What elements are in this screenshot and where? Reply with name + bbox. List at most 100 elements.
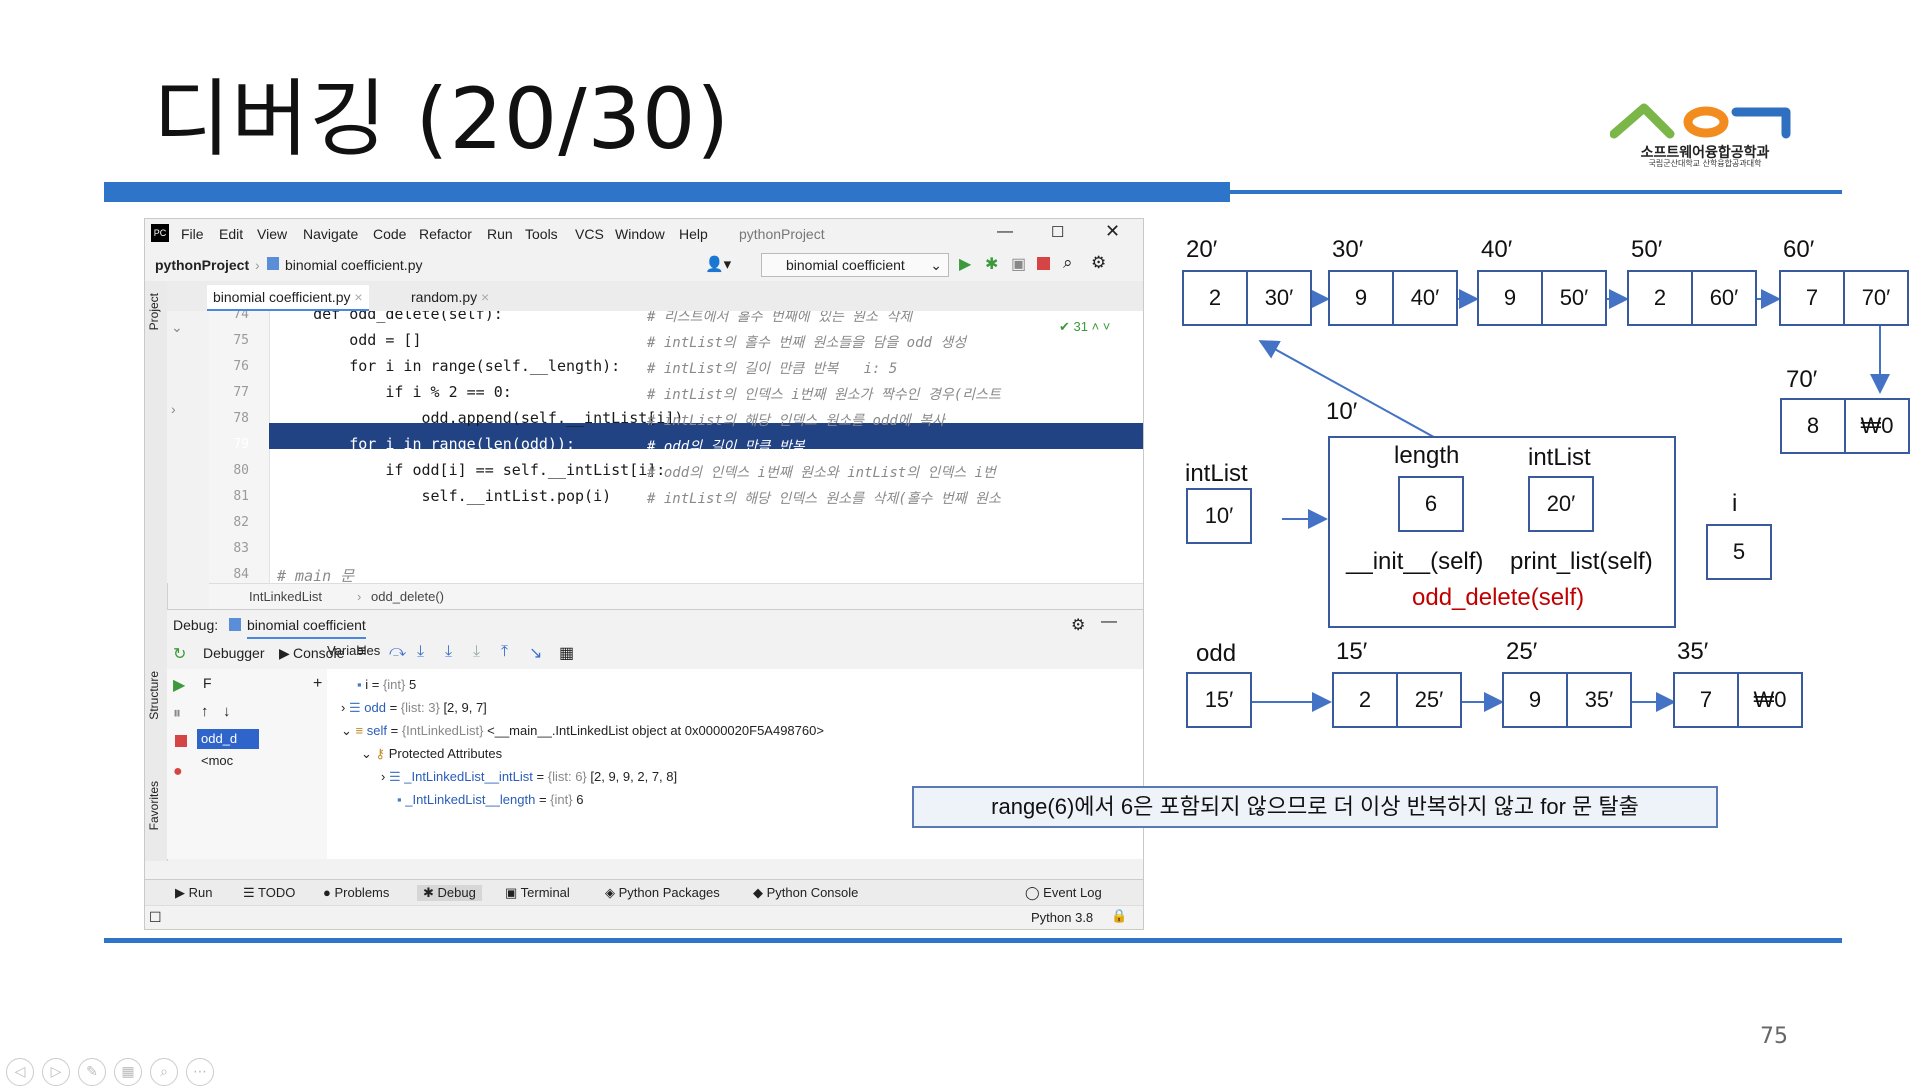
protected-attributes[interactable]: ⌄ ⚷ Protected Attributes	[361, 746, 502, 762]
pen-icon[interactable]: ✎	[78, 1058, 106, 1086]
more-options-icon[interactable]: ⋯	[186, 1058, 214, 1086]
tab-close-icon[interactable]: ×	[481, 289, 490, 305]
next-slide-icon[interactable]: ▷	[42, 1058, 70, 1086]
tool-window-bar: ▶ Run ☰ TODO ● Problems ✱ Debug ▣ Termin…	[145, 879, 1143, 906]
line-number: 79	[233, 437, 249, 452]
rerun-icon[interactable]: ↻	[173, 646, 187, 663]
menu-edit[interactable]: Edit	[219, 226, 244, 242]
pause-icon[interactable]: ⏸	[173, 705, 182, 722]
menu-view[interactable]: View	[257, 226, 288, 242]
frame-filter[interactable]: F	[203, 675, 212, 691]
code-line: if odd[i] == self.__intList[i]:	[277, 461, 666, 479]
code-line: # main 문	[277, 567, 355, 583]
add-watch-icon[interactable]: +	[313, 675, 323, 692]
debug-session-tab[interactable]: binomial coefficient	[247, 617, 366, 640]
breadcrumb-file[interactable]: binomial coefficient.py	[285, 257, 423, 273]
variable-odd[interactable]: › ☰ odd = {list: 3} [2, 9, 7]	[341, 700, 487, 715]
step-into-icon[interactable]: ⤓	[417, 643, 425, 660]
close-icon[interactable]: ✕	[1105, 221, 1121, 241]
menu-navigate[interactable]: Navigate	[303, 226, 359, 242]
variable-intlist[interactable]: › ☰ _IntLinkedList__intList = {list: 6} …	[381, 769, 678, 784]
frame-item[interactable]: <moc	[201, 753, 234, 768]
chevron-down-icon: ⌄	[341, 723, 352, 738]
tab-binomial-coefficient[interactable]: binomial coefficient.py ×	[207, 285, 369, 312]
bottom-tab-terminal[interactable]: ▣ Terminal	[505, 885, 570, 900]
bottom-tab-todo[interactable]: ☰ TODO	[243, 885, 296, 900]
breadcrumb-project[interactable]: pythonProject	[155, 257, 250, 273]
debug-icon[interactable]: ✱	[985, 256, 999, 273]
frame-item[interactable]: odd_d	[197, 729, 259, 749]
settings-gear-icon[interactable]: ⚙	[1071, 617, 1086, 634]
node-value-cell: 9	[1502, 672, 1568, 728]
code-comment: # odd의 길이 만큼 반복	[647, 439, 805, 455]
run-to-cursor-icon[interactable]: ↘	[529, 645, 543, 662]
menu-tools[interactable]: Tools	[525, 226, 558, 242]
variable-i[interactable]: ▪ i = {int} 5	[357, 677, 417, 692]
step-over-icon[interactable]: ⤼	[389, 643, 407, 660]
chevron-right-icon[interactable]: ›	[171, 401, 176, 417]
menu-help[interactable]: Help	[679, 226, 708, 242]
lock-icon[interactable]: 🔒	[1111, 908, 1128, 923]
run-icon[interactable]: ▶	[959, 256, 972, 273]
menu-vcs[interactable]: VCS	[575, 226, 604, 242]
variable-length[interactable]: ▪ _IntLinkedList__length = {int} 6	[397, 792, 584, 807]
minimize-icon[interactable]: —	[997, 223, 1013, 240]
zoom-icon[interactable]: ⌕	[150, 1058, 178, 1086]
force-step-into-icon[interactable]: ⤓	[473, 643, 481, 660]
coverage-icon[interactable]: ▣	[1011, 256, 1027, 273]
bottom-tab-debug[interactable]: ✱ Debug	[417, 885, 482, 901]
tab-console[interactable]: Console	[293, 645, 345, 661]
debug-label: Debug:	[173, 617, 219, 633]
pycharm-logo-icon: PC	[151, 224, 169, 242]
chevron-right-icon: ›	[341, 700, 346, 715]
evaluate-expression-icon[interactable]: ▦	[559, 645, 575, 662]
slides-grid-icon[interactable]: ▦	[114, 1058, 142, 1086]
var-name: self	[366, 723, 387, 738]
settings-gear-icon[interactable]: ⚙	[1091, 253, 1107, 272]
menu-run[interactable]: Run	[487, 226, 513, 242]
maximize-icon[interactable]: ☐	[1051, 224, 1065, 241]
event-log-button[interactable]: ◯ Event Log	[1025, 885, 1102, 900]
variable-self[interactable]: ⌄ ≡ self = {IntLinkedList} <__main__.Int…	[341, 723, 824, 738]
bottom-tab-python-console[interactable]: ◆ Python Console	[753, 885, 859, 900]
run-config-select[interactable]: binomial coefficient ⌄	[761, 253, 949, 277]
code-comment: # odd의 인덱스 i번째 원소와 intList의 인덱스 i번	[647, 465, 996, 481]
step-into-my-code-icon[interactable]: ⤓	[445, 643, 453, 660]
stop-icon[interactable]	[1037, 257, 1050, 270]
event-log-label: Event Log	[1043, 885, 1102, 900]
layout-icon[interactable]: ☐	[149, 909, 162, 925]
chevron-down-icon[interactable]: ⌄	[171, 319, 183, 335]
menu-lines-icon[interactable]: ≡	[357, 643, 367, 660]
arrow-up-icon[interactable]: ↑	[201, 703, 209, 720]
i-var-cell: 5	[1706, 524, 1772, 580]
tab-random[interactable]: random.py ×	[405, 285, 495, 309]
department-logo: 소프트웨어융합공학과 국립군산대학교 산학융합공과대학	[1609, 100, 1800, 170]
crumb-class[interactable]: IntLinkedList	[249, 589, 322, 604]
previous-slide-icon[interactable]: ◁	[6, 1058, 34, 1086]
arrow-down-icon[interactable]: ↓	[223, 703, 231, 720]
bottom-tab-run[interactable]: ▶ Run	[175, 885, 213, 900]
tab-close-icon[interactable]: ×	[354, 289, 363, 305]
stop-icon[interactable]	[175, 735, 187, 747]
menu-refactor[interactable]: Refactor	[419, 226, 472, 242]
bottom-tab-python-packages[interactable]: ◈ Python Packages	[605, 885, 720, 900]
intlist-var-label: intList	[1185, 460, 1248, 487]
inspection-count-value: 31	[1073, 319, 1088, 334]
menu-code[interactable]: Code	[373, 226, 407, 242]
view-breakpoints-icon[interactable]: ●	[173, 763, 183, 780]
line-number: 83	[233, 541, 249, 556]
search-icon[interactable]: ⌕	[1063, 253, 1073, 272]
python-interpreter[interactable]: Python 3.8	[1031, 910, 1094, 925]
tab-debugger[interactable]: Debugger	[203, 645, 265, 661]
step-out-icon[interactable]: ⤒	[501, 643, 509, 660]
menu-window[interactable]: Window	[615, 226, 665, 242]
code-editor[interactable]: 74 def odd_delete(self):# 리스트에서 홀수 번째에 있…	[209, 311, 1143, 583]
crumb-method[interactable]: odd_delete()	[371, 589, 444, 604]
resume-icon[interactable]: ▶	[173, 677, 186, 694]
user-icon[interactable]: 👤▾	[705, 256, 732, 273]
line-number: 84	[233, 567, 249, 582]
bottom-tab-problems[interactable]: ● Problems	[323, 885, 390, 900]
inspection-count[interactable]: ✔ 31 ˄ ˅	[1059, 319, 1111, 334]
hide-panel-icon[interactable]: —	[1101, 613, 1117, 630]
menu-file[interactable]: File	[181, 226, 204, 242]
